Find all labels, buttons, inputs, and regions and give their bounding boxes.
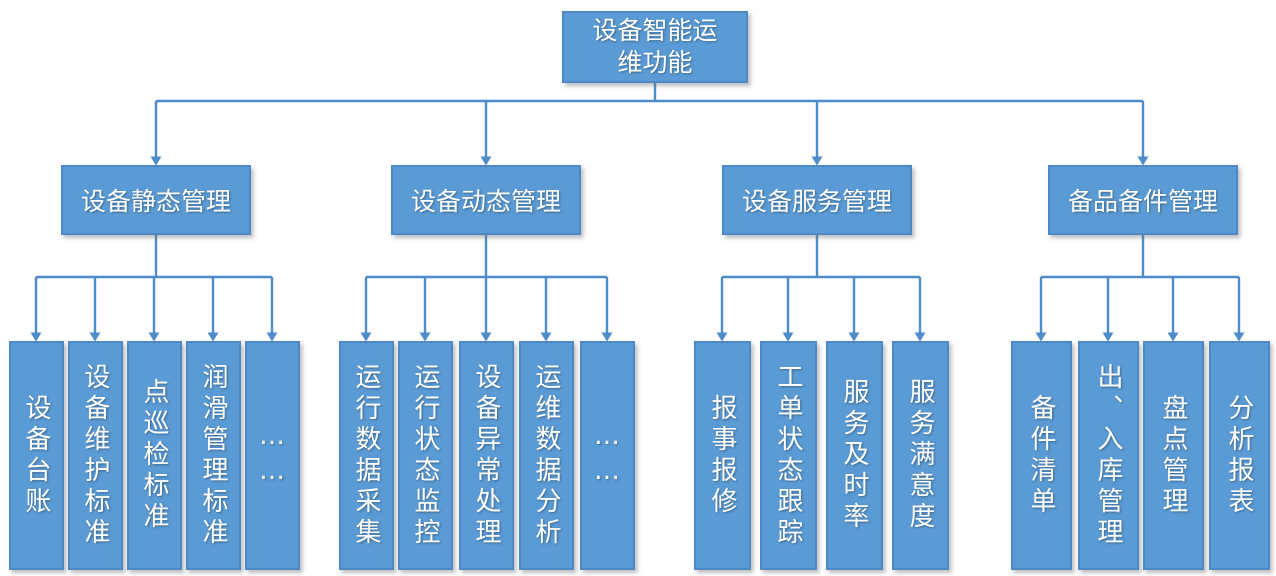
leaf-node-4-3: 盘点管理 <box>1142 341 1204 570</box>
leaf-node-1-5-label: …… <box>257 420 287 491</box>
leaf-node-2-3-label: 设备异常处理 <box>471 362 501 549</box>
leaf-node-1-1-label: 设备台账 <box>21 393 51 518</box>
branch-node-2-label: 设备动态管理 <box>410 187 561 216</box>
branch-node-3: 设备服务管理 <box>722 165 912 235</box>
leaf-node-1-3-label: 点巡检标准 <box>139 378 169 533</box>
leaf-node-2-5: …… <box>579 341 635 570</box>
leaf-node-2-4-label: 运维数据分析 <box>531 362 561 549</box>
leaf-node-2-2: 运行状态监控 <box>397 341 453 570</box>
leaf-node-2-1: 运行数据采集 <box>338 341 394 570</box>
leaf-node-3-1-label: 报事报修 <box>707 393 737 518</box>
leaf-node-3-1: 报事报修 <box>693 341 751 570</box>
leaf-node-1-2: 设备维护标准 <box>67 341 123 570</box>
branch-node-1: 设备静态管理 <box>61 165 251 235</box>
leaf-node-4-2: 出、入库管理 <box>1077 341 1139 570</box>
leaf-node-4-1-label: 备件清单 <box>1026 393 1056 518</box>
branch-node-3-label: 设备服务管理 <box>741 187 892 216</box>
leaf-node-2-3: 设备异常处理 <box>458 341 514 570</box>
leaf-node-2-2-label: 运行状态监控 <box>410 362 440 549</box>
leaf-node-1-4: 润滑管理标准 <box>185 341 241 570</box>
branch-node-1-label: 设备静态管理 <box>80 187 231 216</box>
leaf-node-4-3-label: 盘点管理 <box>1158 393 1188 518</box>
branch-node-4: 备品备件管理 <box>1048 165 1238 235</box>
leaf-node-3-4-label: 服务满意度 <box>905 378 935 533</box>
root-node: 设备智能运维功能 <box>562 11 748 83</box>
leaf-node-4-1: 备件清单 <box>1010 341 1072 570</box>
branch-node-2: 设备动态管理 <box>391 165 581 235</box>
leaf-node-1-1: 设备台账 <box>8 341 64 570</box>
leaf-node-4-4: 分析报表 <box>1208 341 1270 570</box>
leaf-node-3-4: 服务满意度 <box>891 341 949 570</box>
leaf-node-1-3: 点巡检标准 <box>126 341 182 570</box>
leaf-node-2-5-label: …… <box>592 420 622 491</box>
leaf-node-3-2-label: 工单状态跟踪 <box>773 362 803 549</box>
root-node-label: 设备智能运维功能 <box>592 15 718 78</box>
branch-node-4-label: 备品备件管理 <box>1067 187 1218 216</box>
leaf-node-3-3-label: 服务及时率 <box>839 378 869 533</box>
leaf-node-1-4-label: 润滑管理标准 <box>198 362 228 549</box>
leaf-node-4-2-label: 出、入库管理 <box>1093 362 1123 549</box>
leaf-node-3-3: 服务及时率 <box>825 341 883 570</box>
leaf-node-1-2-label: 设备维护标准 <box>80 362 110 549</box>
leaf-node-2-1-label: 运行数据采集 <box>351 362 381 549</box>
leaf-node-2-4: 运维数据分析 <box>518 341 574 570</box>
leaf-node-3-2: 工单状态跟踪 <box>759 341 817 570</box>
leaf-node-4-4-label: 分析报表 <box>1224 393 1254 518</box>
leaf-node-1-5: …… <box>244 341 300 570</box>
